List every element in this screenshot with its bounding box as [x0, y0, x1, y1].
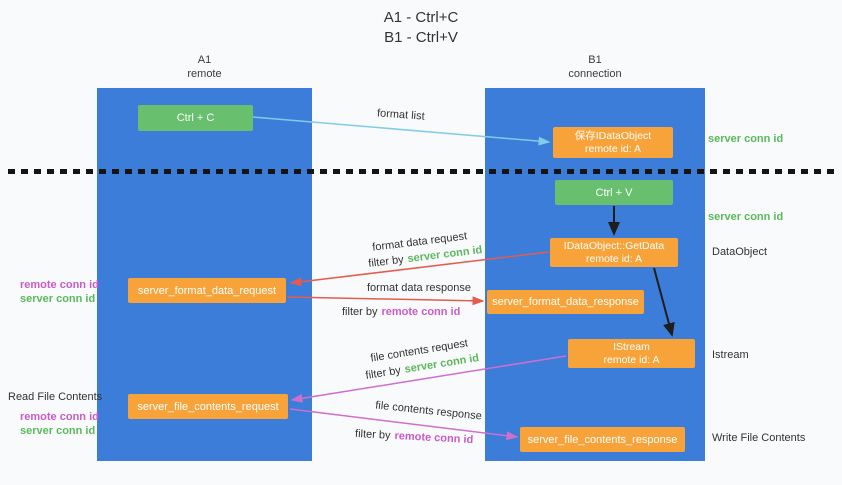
- filter-by-remote-conn-id-label-2: filter by remote conn id: [355, 428, 474, 446]
- getdata-line2: remote id: A: [585, 252, 643, 265]
- filter-by-text: filter by: [342, 306, 378, 318]
- format-list-label: format list: [376, 107, 426, 123]
- server-file-contents-response-box: server_file_contents_response: [520, 427, 685, 452]
- filter-by-text: filter by: [367, 253, 405, 270]
- server-format-data-request-box: server_format_data_request: [128, 278, 286, 303]
- read-file-contents-annotation: Read File Contents: [8, 391, 103, 403]
- write-file-contents-annotation: Write File Contents: [712, 432, 806, 444]
- conn-id-annotation-block-file: remote conn id server conn id: [20, 410, 99, 438]
- format-data-response-label: format data response: [367, 282, 471, 294]
- file-contents-response-label: file contents response: [374, 399, 483, 423]
- ctrl-v-label: Ctrl + V: [595, 186, 633, 199]
- lane-b1-name: B1: [588, 54, 602, 66]
- format-data-response-arrow: [286, 296, 485, 306]
- server-format-data-request-label: server_format_data_request: [137, 284, 277, 297]
- conn-id-annotation-block-format: remote conn id server conn id: [20, 278, 99, 306]
- lane-a1-role: remote: [187, 68, 222, 80]
- ctrl-v-box: Ctrl + V: [555, 180, 673, 205]
- istream-line1: IStream: [613, 340, 650, 353]
- lane-header-a1: A1 remote: [97, 53, 312, 81]
- save-dataobject-box: 保存IDataObject remote id: A: [553, 127, 673, 158]
- ctrl-c-box: Ctrl + C: [138, 105, 253, 131]
- server-conn-id-annotation-top: server conn id: [708, 133, 784, 145]
- session-divider-line: [8, 169, 835, 174]
- istream-annotation: Istream: [712, 349, 749, 361]
- filter-by-text: filter by: [364, 364, 402, 382]
- getdata-box: IDataObject::GetData remote id: A: [550, 238, 678, 267]
- dataobject-annotation: DataObject: [712, 246, 768, 258]
- server-file-contents-response-label: server_file_contents_response: [527, 433, 678, 446]
- server-conn-id-annotation: server conn id: [20, 425, 96, 437]
- filter-by-remote-conn-id-label-1: filter by remote conn id: [342, 306, 460, 318]
- filter-by-text: filter by: [354, 427, 391, 442]
- lane-a1-name: A1: [197, 54, 212, 66]
- remote-conn-id-annotation: remote conn id: [20, 411, 99, 423]
- title-line-1: A1 - Ctrl+C: [383, 9, 459, 26]
- remote-conn-id-text: remote conn id: [394, 429, 474, 447]
- diagram-title: A1 - Ctrl+C B1 - Ctrl+V: [0, 8, 842, 48]
- server-conn-id-annotation-mid: server conn id: [708, 211, 784, 223]
- server-format-data-response-box: server_format_data_response: [487, 290, 644, 314]
- lane-header-b1: B1 connection: [485, 53, 705, 81]
- istream-box: IStream remote id: A: [568, 339, 695, 368]
- server-format-data-response-label: server_format_data_response: [492, 296, 639, 308]
- server-conn-id-annotation: server conn id: [20, 293, 96, 305]
- title-line-2: B1 - Ctrl+V: [384, 29, 458, 46]
- server-file-contents-request-box: server_file_contents_request: [128, 394, 288, 419]
- save-dataobject-line2: remote id: A: [584, 142, 642, 155]
- remote-conn-id-annotation: remote conn id: [20, 279, 99, 291]
- getdata-line1: IDataObject::GetData: [563, 239, 665, 252]
- remote-conn-id-text: remote conn id: [381, 306, 461, 318]
- lane-b1-role: connection: [568, 68, 622, 80]
- save-dataobject-line1: 保存IDataObject: [574, 129, 652, 142]
- server-file-contents-request-label: server_file_contents_request: [137, 400, 279, 413]
- ctrl-c-label: Ctrl + C: [176, 112, 215, 124]
- istream-line2: remote id: A: [603, 353, 660, 366]
